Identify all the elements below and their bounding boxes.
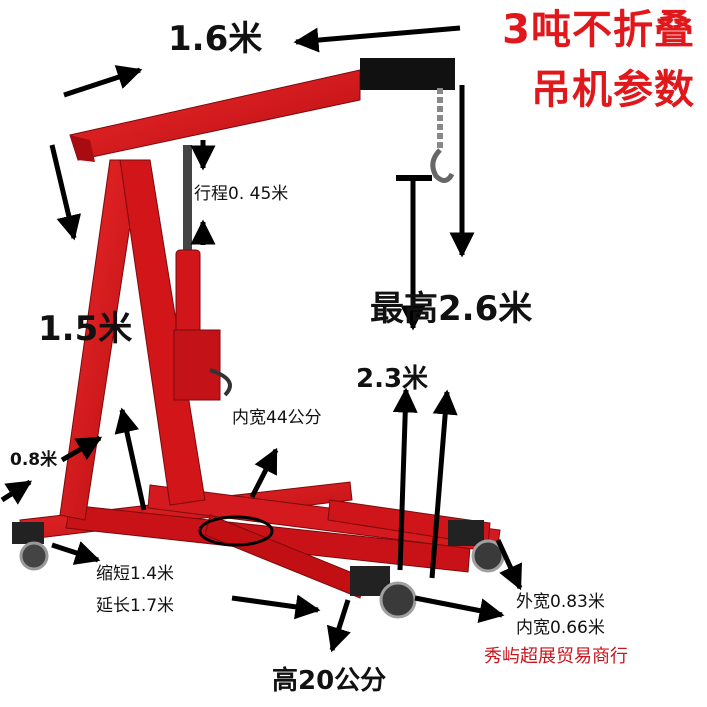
hydraulic-jack bbox=[173, 145, 232, 401]
shop-name: 秀屿超展贸易商行 bbox=[484, 646, 628, 667]
lift-height-label: 2.3米 bbox=[356, 364, 429, 394]
column-height-label: 1.5米 bbox=[38, 309, 133, 349]
crane-frame bbox=[59, 58, 455, 521]
shortened-label: 缩短1.4米 bbox=[96, 564, 175, 584]
inner-width-ring bbox=[198, 515, 274, 547]
stroke-label: 行程0. 45米 bbox=[194, 184, 289, 204]
dimension-arrows bbox=[0, 25, 523, 653]
ground-height-label: 高20公分 bbox=[272, 666, 387, 696]
title-line-2: 吊机参数 bbox=[531, 67, 695, 113]
inner-width-cm-label: 内宽44公分 bbox=[232, 408, 322, 428]
chain-hook bbox=[430, 88, 455, 183]
wheels bbox=[12, 520, 505, 619]
front-dim-label: 0.8米 bbox=[10, 450, 58, 470]
title-line-1: 3吨不折叠 bbox=[502, 7, 695, 53]
extended-label: 延长1.7米 bbox=[96, 596, 175, 616]
boom-length-label: 1.6米 bbox=[168, 19, 263, 59]
outer-width-label: 外宽0.83米 bbox=[516, 592, 605, 612]
max-height-label: 最高2.6米 bbox=[370, 289, 533, 329]
inner-width-label: 内宽0.66米 bbox=[516, 618, 605, 638]
